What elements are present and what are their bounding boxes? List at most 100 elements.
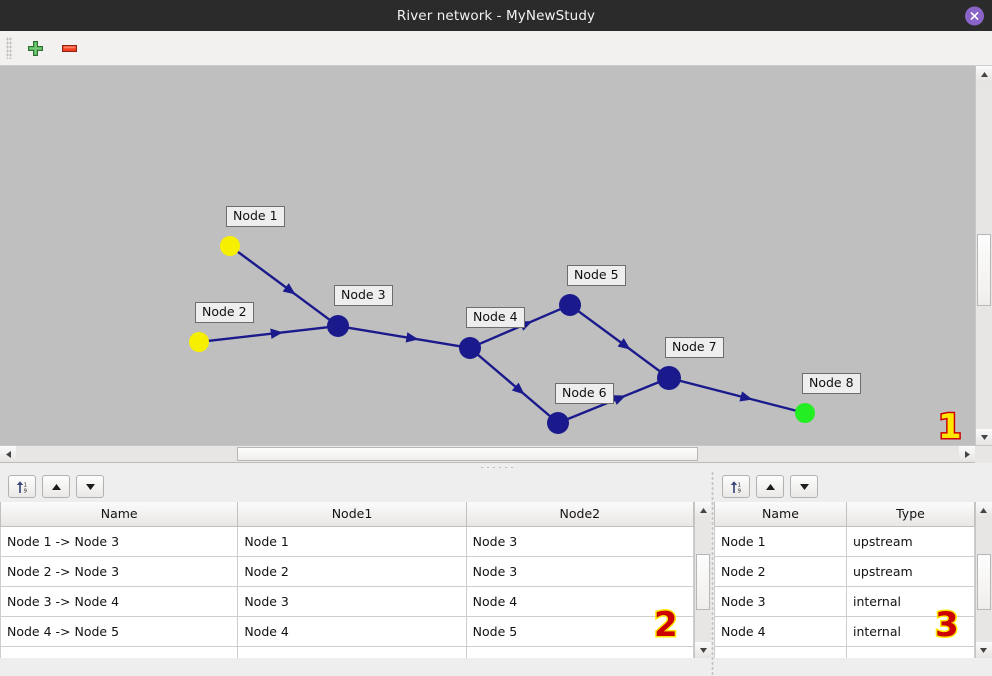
graph-node-node-4[interactable] bbox=[459, 337, 481, 359]
table-cell[interactable]: upstream bbox=[846, 556, 975, 587]
graph-node-label-node-8[interactable]: Node 8 bbox=[802, 373, 861, 394]
add-plus-icon[interactable] bbox=[22, 35, 48, 61]
scroll-down-icon[interactable] bbox=[976, 429, 992, 445]
graph-node-label-node-1[interactable]: Node 1 bbox=[226, 206, 285, 227]
graph-node-node-1[interactable] bbox=[220, 236, 240, 256]
table-cell[interactable]: Node 1 bbox=[237, 526, 467, 557]
table-cell[interactable]: upstream bbox=[846, 526, 975, 557]
graph-node-label-node-4[interactable]: Node 4 bbox=[466, 307, 525, 328]
sort-ascending-icon[interactable]: 1 9 bbox=[8, 475, 36, 498]
canvas-vscroll-thumb[interactable] bbox=[977, 234, 991, 306]
column-header-name[interactable]: Name bbox=[714, 502, 847, 527]
table-cell[interactable]: Node 1 -> Node 3 bbox=[0, 526, 239, 557]
table-row-empty[interactable] bbox=[0, 646, 694, 658]
column-header-name[interactable]: Name bbox=[0, 502, 239, 527]
vertical-splitter[interactable] bbox=[711, 471, 714, 676]
graph-node-node-2[interactable] bbox=[189, 332, 209, 352]
table-cell[interactable]: Node 4 -> Node 5 bbox=[0, 616, 239, 647]
canvas-vscroll-track[interactable] bbox=[976, 82, 992, 429]
table-cell[interactable]: Node 3 -> Node 4 bbox=[0, 586, 239, 617]
graph-node-label-node-7[interactable]: Node 7 bbox=[665, 337, 724, 358]
network-edge[interactable] bbox=[577, 309, 661, 373]
column-header-node2[interactable]: Node2 bbox=[466, 502, 694, 527]
links-scroll-down-icon[interactable] bbox=[695, 642, 711, 658]
network-edge[interactable] bbox=[679, 379, 797, 412]
nodes-sort-ascending-icon[interactable]: 1 9 bbox=[722, 475, 750, 498]
move-down-button[interactable] bbox=[76, 475, 104, 498]
table-cell[interactable]: Node 4 bbox=[714, 616, 847, 647]
table-cell[interactable]: Node 2 bbox=[714, 556, 847, 587]
links-vscroll-thumb[interactable] bbox=[696, 554, 710, 610]
network-edge[interactable] bbox=[207, 325, 329, 343]
nodes-vscroll-thumb[interactable] bbox=[976, 554, 991, 610]
nodes-scroll-down-icon[interactable] bbox=[975, 642, 992, 658]
network-edge[interactable] bbox=[236, 250, 331, 322]
links-scroll-up-icon[interactable] bbox=[695, 502, 711, 518]
table-cell[interactable]: Node 1 bbox=[714, 526, 847, 557]
table-cell-empty[interactable] bbox=[0, 646, 239, 658]
graph-node-node-8[interactable] bbox=[795, 403, 815, 423]
table-cell[interactable]: Node 3 bbox=[466, 556, 694, 587]
table-cell[interactable]: Node 5 bbox=[466, 616, 694, 647]
links-table-vertical-scrollbar[interactable] bbox=[694, 502, 711, 658]
graph-node-node-3[interactable] bbox=[327, 315, 349, 337]
graph-node-label-node-5[interactable]: Node 5 bbox=[567, 265, 626, 286]
graph-node-label-node-2[interactable]: Node 2 bbox=[195, 302, 254, 323]
canvas-hscroll-thumb[interactable] bbox=[237, 447, 698, 461]
nodes-scroll-up-icon[interactable] bbox=[975, 502, 992, 518]
nodes-move-down-button[interactable] bbox=[790, 475, 818, 498]
table-row-empty[interactable] bbox=[714, 646, 975, 658]
table-cell[interactable]: Node 2 bbox=[237, 556, 467, 587]
column-header-type[interactable]: Type bbox=[846, 502, 975, 527]
horizontal-splitter[interactable] bbox=[0, 462, 992, 471]
nodes-table-vertical-scrollbar[interactable] bbox=[974, 502, 992, 658]
nodes-move-up-button[interactable] bbox=[756, 475, 784, 498]
table-cell-empty[interactable] bbox=[846, 646, 975, 658]
table-cell[interactable]: Node 3 bbox=[237, 586, 467, 617]
remove-minus-icon[interactable] bbox=[56, 35, 82, 61]
scroll-right-icon[interactable] bbox=[959, 446, 975, 462]
graph-node-label-node-3[interactable]: Node 3 bbox=[334, 285, 393, 306]
sort-ascending-glyph: 1 9 bbox=[730, 480, 740, 494]
table-cell[interactable]: internal bbox=[846, 616, 975, 647]
table-cell[interactable]: Node 3 bbox=[466, 526, 694, 557]
graph-node-label-node-6[interactable]: Node 6 bbox=[555, 383, 614, 404]
network-edge[interactable] bbox=[347, 326, 461, 348]
scroll-up-icon[interactable] bbox=[976, 66, 992, 82]
graph-node-node-7[interactable] bbox=[657, 366, 681, 390]
network-edge[interactable] bbox=[476, 353, 552, 418]
graph-node-node-6[interactable] bbox=[547, 412, 569, 434]
table-cell[interactable]: Node 4 bbox=[466, 586, 694, 617]
toolbar-drag-handle[interactable] bbox=[6, 37, 12, 59]
scroll-left-icon[interactable] bbox=[0, 446, 16, 462]
table-cell-empty[interactable] bbox=[714, 646, 847, 658]
graph-node-node-5[interactable] bbox=[559, 294, 581, 316]
table-cell-empty[interactable] bbox=[237, 646, 467, 658]
close-icon[interactable] bbox=[965, 6, 984, 25]
nodes-vscroll-track[interactable] bbox=[975, 518, 992, 642]
network-diagram-canvas[interactable]: Node 1 Node 2 Node 3 Node 4 Node 5 Node 6 Node… bbox=[0, 66, 975, 445]
table-cell[interactable]: internal bbox=[846, 586, 975, 617]
table-cell[interactable]: Node 2 -> Node 3 bbox=[0, 556, 239, 587]
canvas-horizontal-scrollbar[interactable] bbox=[0, 445, 992, 463]
canvas-vertical-scrollbar[interactable] bbox=[975, 66, 992, 445]
table-cell[interactable]: Node 3 bbox=[714, 586, 847, 617]
canvas-hscroll-track[interactable] bbox=[16, 446, 959, 462]
move-up-button[interactable] bbox=[42, 475, 70, 498]
table-cell[interactable]: Node 4 bbox=[237, 616, 467, 647]
column-header-node1[interactable]: Node1 bbox=[237, 502, 467, 527]
table-cell-empty[interactable] bbox=[466, 646, 694, 658]
links-vscroll-track[interactable] bbox=[695, 518, 711, 642]
